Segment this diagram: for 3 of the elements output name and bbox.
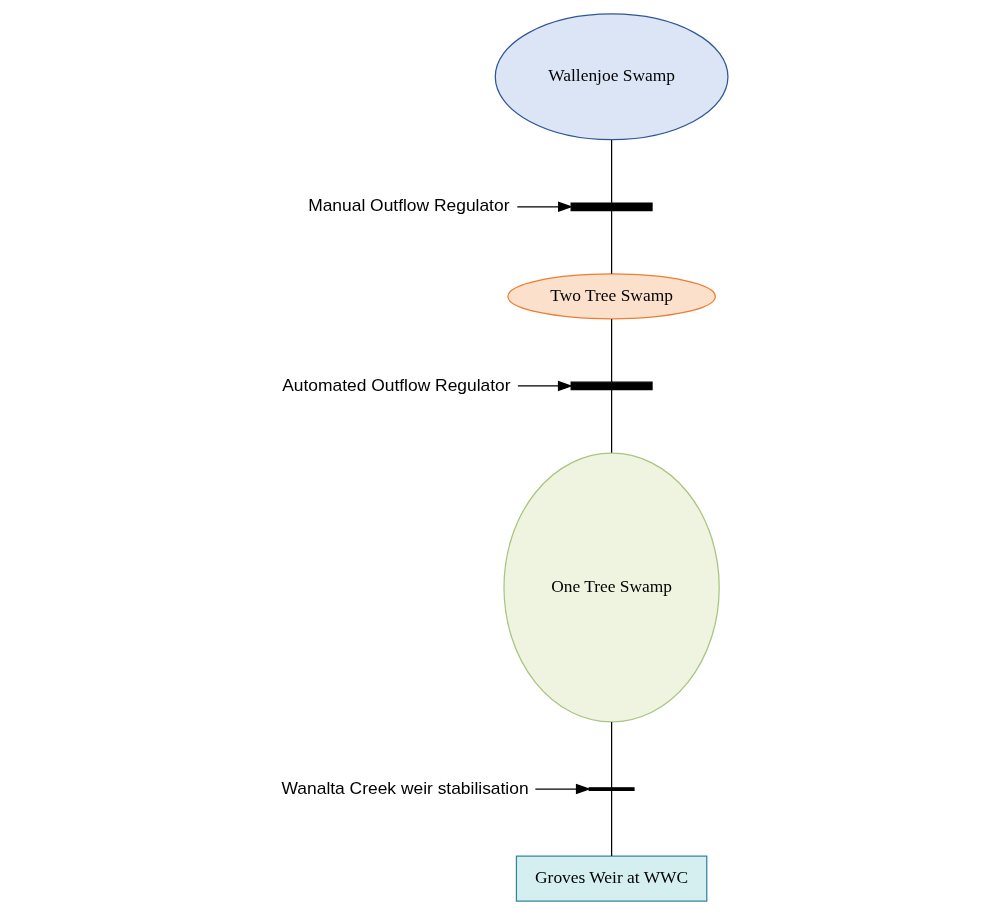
node-text: Automated Outflow Regulator [282, 374, 511, 395]
node-text: Manual Outflow Regulator [308, 194, 510, 215]
node-text: Wanalta Creek weir stabilisation [281, 777, 529, 798]
